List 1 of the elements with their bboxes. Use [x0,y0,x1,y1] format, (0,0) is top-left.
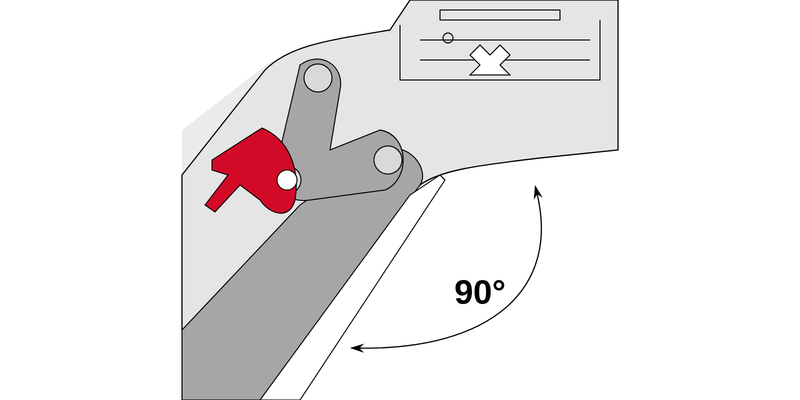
angle-label: 90° [455,280,504,304]
